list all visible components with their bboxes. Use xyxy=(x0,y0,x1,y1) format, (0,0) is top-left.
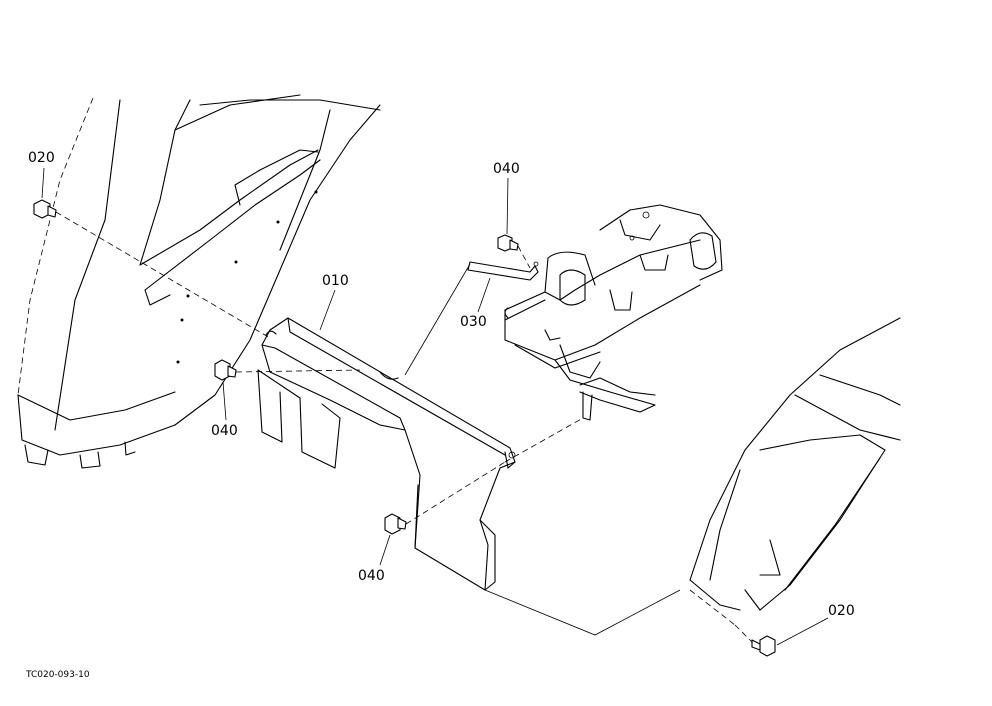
callout-040-top: 040 xyxy=(493,161,520,177)
drawing-code: TC020-093-10 xyxy=(25,670,90,680)
bolt-020-left xyxy=(33,199,57,219)
bolt-040-bottom xyxy=(384,513,407,535)
bolt-040-mid xyxy=(214,359,237,381)
bolt-020-right xyxy=(751,635,776,657)
callout-020-right: 020 xyxy=(828,603,855,619)
leader-lines xyxy=(41,167,829,646)
assembly-lines xyxy=(55,211,753,643)
right-fender xyxy=(689,317,901,626)
left-fender xyxy=(17,94,381,469)
bracket-030 xyxy=(467,261,539,281)
callout-020-left: 020 xyxy=(28,150,55,166)
callout-010: 010 xyxy=(322,273,349,289)
bolt-040-top xyxy=(497,234,519,252)
callout-040-mid: 040 xyxy=(211,423,238,439)
bracket-010 xyxy=(257,317,516,591)
callout-040-bottom: 040 xyxy=(358,568,385,584)
callout-030: 030 xyxy=(460,314,487,330)
valve-assembly xyxy=(504,204,723,421)
connection-lines xyxy=(404,263,681,636)
